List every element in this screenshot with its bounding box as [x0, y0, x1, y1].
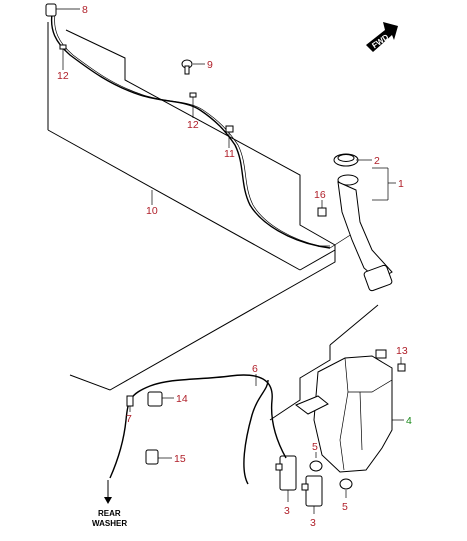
joint-7	[126, 395, 134, 412]
clip-12a	[59, 44, 67, 70]
clip-14	[147, 391, 174, 407]
callout-16: 16	[314, 189, 326, 201]
callout-13: 13	[396, 345, 408, 357]
bolt-16	[317, 200, 327, 217]
callout-7: 7	[126, 413, 132, 425]
rear-washer-label-line2: WASHER	[92, 519, 127, 528]
connector-11	[225, 125, 234, 148]
callout-3a: 3	[284, 505, 290, 517]
tank-group-outline	[269, 345, 331, 421]
callout-5b: 5	[342, 501, 348, 513]
panel-edge-bottom	[47, 129, 301, 271]
rear-washer-label-line1: REAR	[98, 509, 121, 518]
callout-4: 4	[406, 415, 412, 427]
rear-washer-hose-2	[243, 379, 269, 485]
pump-3a	[275, 455, 297, 502]
filler-neck-1	[333, 153, 393, 292]
clip-15	[145, 449, 172, 465]
tank-group-lead	[329, 304, 379, 346]
clip-12b	[189, 92, 197, 118]
callout-9: 9	[207, 59, 213, 71]
callout-12b: 12	[187, 119, 199, 131]
hose-group-outline	[65, 29, 336, 391]
bolt-13	[397, 357, 406, 372]
rear-washer-hose	[109, 374, 287, 479]
callout-10: 10	[146, 205, 158, 217]
callout-11: 11	[224, 148, 235, 160]
front-washer-hose-inner	[54, 13, 330, 247]
callout-8: 8	[82, 4, 88, 16]
grommet-5a	[309, 452, 323, 472]
fwd-arrow-icon	[366, 22, 398, 52]
panel-edge-right	[299, 249, 336, 271]
callout-3b: 3	[310, 517, 316, 529]
rear-washer-arrowhead	[104, 497, 112, 504]
nozzle-8	[45, 3, 80, 17]
grommet-5b	[339, 478, 353, 498]
callout-2: 2	[374, 155, 380, 167]
joint-9	[181, 59, 205, 75]
pump-3b	[301, 475, 323, 514]
callout-12a: 12	[57, 70, 69, 82]
front-washer-hose	[50, 13, 331, 249]
callout-14: 14	[176, 393, 188, 405]
callout-1: 1	[398, 178, 404, 190]
callout-6: 6	[252, 363, 258, 375]
callout-5a: 5	[312, 441, 318, 453]
washer-tank-4	[294, 349, 393, 473]
callout-15: 15	[174, 453, 186, 465]
